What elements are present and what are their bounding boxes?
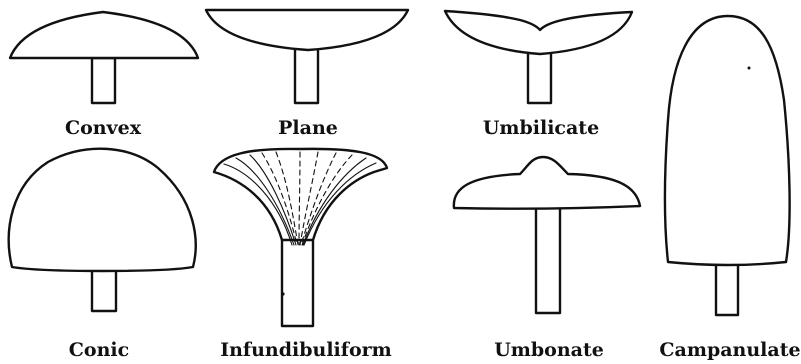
plane-shape — [206, 10, 408, 103]
campanulate-label: Campanulate — [659, 339, 800, 361]
umbonate-label: Umbonate — [494, 339, 604, 361]
infundibuliform-speck — [281, 292, 284, 295]
campanulate-cap — [665, 16, 790, 265]
umbilicate-shape — [445, 11, 632, 103]
campanulate-stem — [716, 262, 738, 315]
convex-cap — [10, 12, 198, 58]
convex-shape — [10, 12, 198, 103]
convex-label: Convex — [65, 117, 142, 139]
infundibuliform-shape — [214, 149, 387, 326]
convex-stem — [92, 58, 115, 103]
umbilicate-label: Umbilicate — [483, 117, 599, 139]
umbonate-stem — [536, 208, 560, 313]
plane-cap — [206, 10, 408, 50]
umbilicate-stem — [528, 52, 551, 103]
plane-label: Plane — [278, 117, 338, 139]
plane-stem — [295, 48, 318, 103]
conic-stem — [92, 269, 116, 311]
umbonate-shape — [454, 157, 640, 313]
umbilicate-cap — [445, 11, 632, 54]
campanulate-speck — [748, 67, 751, 70]
infundibuliform-stem — [282, 240, 313, 326]
conic-shape — [9, 149, 196, 311]
infundibuliform-label: Infundibuliform — [220, 339, 392, 361]
umbonate-cap — [454, 157, 640, 209]
conic-cap — [9, 149, 196, 271]
campanulate-shape — [665, 16, 790, 315]
conic-label: Conic — [69, 339, 129, 361]
